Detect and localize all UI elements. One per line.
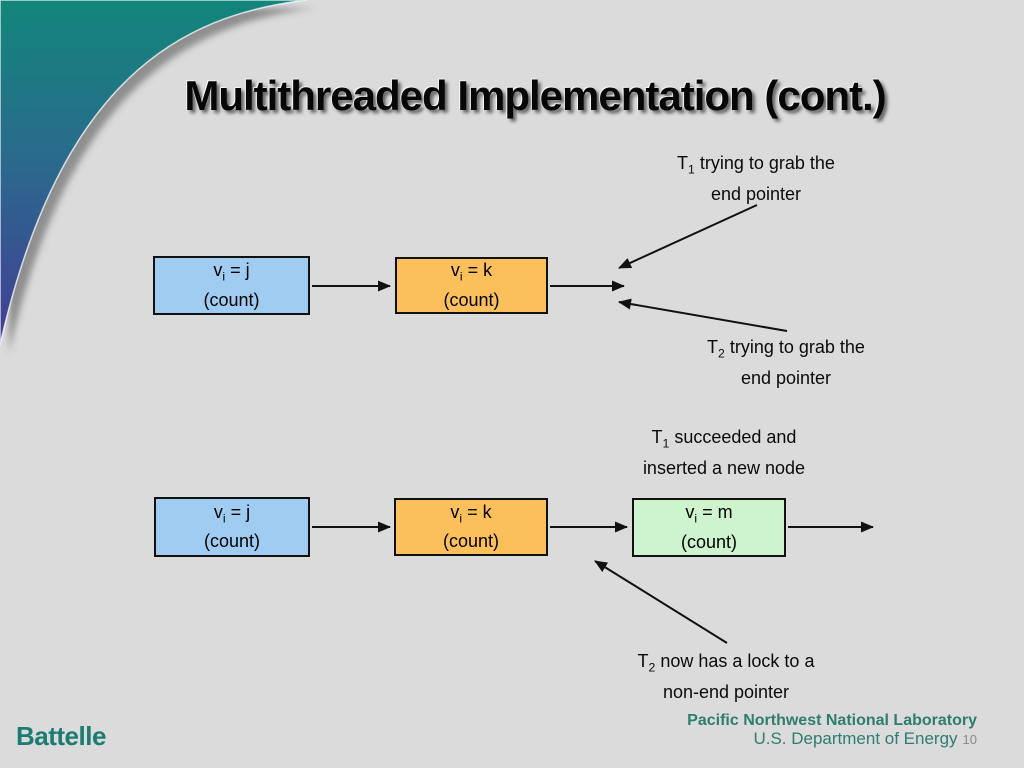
annotation-line2: end pointer	[710, 183, 802, 204]
annotation-t1-trying: T1 trying to grab the end pointer	[646, 151, 866, 206]
annotation-t2-lock: T2 now has a lock to a non-end pointer	[611, 649, 841, 704]
agency-line: U.S. Department of Energy 10	[687, 730, 977, 749]
lab-name: Pacific Northwest National Laboratory	[687, 712, 977, 729]
node-label: vi = j	[213, 501, 251, 526]
node-label: vi = m	[685, 502, 733, 526]
node-label: vi = k	[450, 501, 492, 526]
annotation-line1: T2 now has a lock to a	[637, 651, 815, 675]
node-label: vi = k	[450, 260, 493, 284]
pnnl-footer: Pacific Northwest National Laboratory U.…	[687, 712, 977, 749]
annotation-line1: T1 succeeded and	[651, 427, 797, 451]
node-row2-vm: vi = m (count)	[632, 498, 786, 557]
node-sublabel: (count)	[443, 289, 500, 310]
arrow-t1-grab	[618, 204, 758, 269]
annotation-line1: T2 trying to grab the	[707, 337, 865, 361]
node-row2-vj: vi = j (count)	[154, 497, 310, 557]
node-row1-vj: vi = j (count)	[153, 256, 310, 315]
node-sublabel: (count)	[203, 289, 260, 310]
annotation-line2: end pointer	[740, 367, 832, 388]
arrow-t2-lock	[594, 560, 728, 644]
agency-name: U.S. Department of Energy	[753, 729, 958, 748]
page-number: 10	[962, 732, 977, 747]
annotation-line2: inserted a new node	[642, 457, 806, 478]
node-row2-vk: vi = k (count)	[394, 498, 548, 556]
arrow-t2-grab	[618, 298, 788, 332]
annotation-line2: non-end pointer	[662, 681, 790, 702]
node-sublabel: (count)	[203, 531, 261, 552]
annotation-line1: T1 trying to grab the	[677, 153, 835, 177]
node-label: vi = j	[213, 260, 250, 284]
battelle-logo: Battelle	[16, 721, 106, 751]
annotation-t2-trying: T2 trying to grab the end pointer	[676, 335, 896, 390]
node-sublabel: (count)	[442, 531, 500, 552]
node-row1-vk: vi = k (count)	[395, 257, 548, 314]
node-sublabel: (count)	[680, 531, 738, 552]
annotation-t1-succeeded: T1 succeeded and inserted a new node	[614, 425, 834, 480]
slide-title: Multithreaded Implementation (cont.)	[184, 72, 886, 119]
